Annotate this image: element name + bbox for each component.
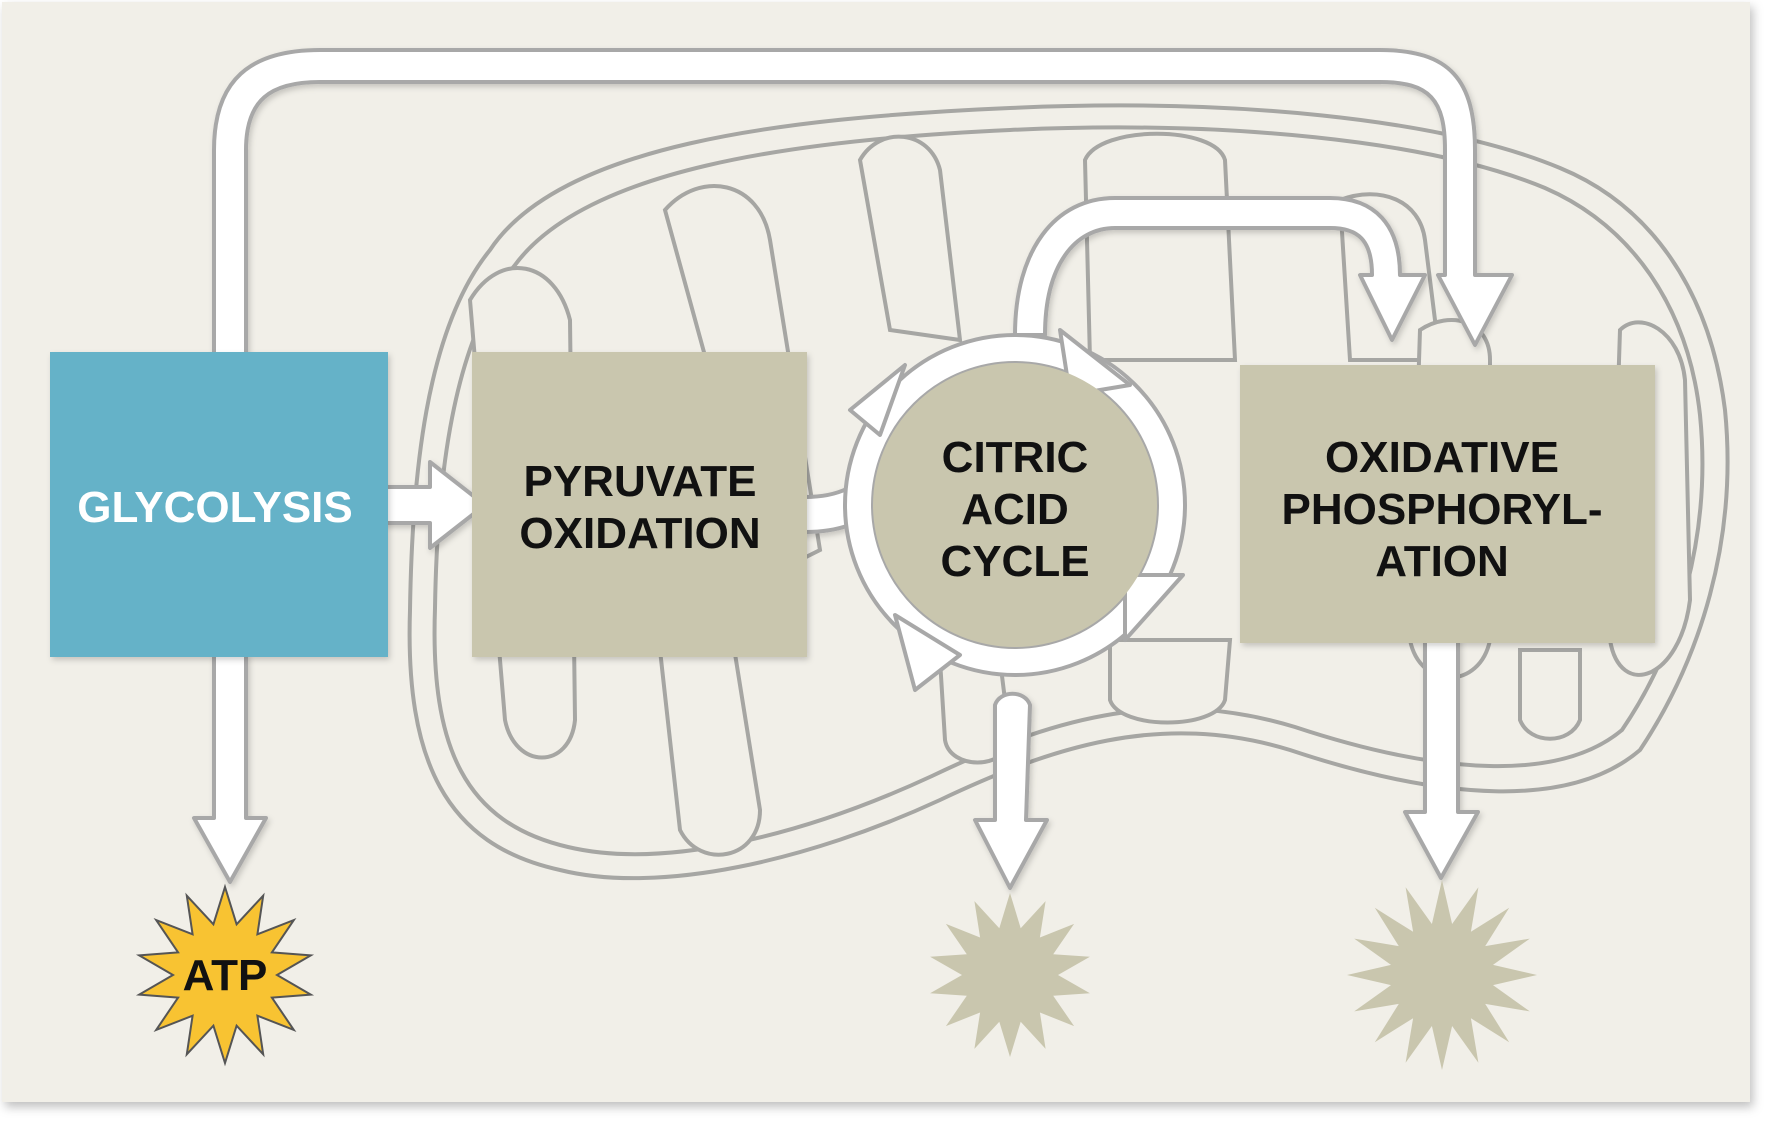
crista-6	[1110, 640, 1230, 723]
oxphos-label-line2: PHOSPHORYL-	[1281, 485, 1602, 534]
atp-label: ATP	[183, 951, 268, 1000]
crista-5	[1085, 134, 1235, 360]
oxphos-label-line1: OXIDATIVE	[1325, 433, 1559, 482]
starburst-icon	[1347, 880, 1537, 1070]
pyruvate-oxidation-label-line1: PYRUVATE	[523, 457, 756, 506]
glycolysis-label: GLYCOLYSIS	[77, 483, 353, 532]
citric-acid-cycle-label-line2: ACID	[961, 485, 1069, 534]
pyruvate-oxidation-label-line2: OXIDATION	[519, 509, 760, 558]
citric-acid-cycle-label-line3: CYCLE	[940, 537, 1089, 586]
oxphos-label-line3: ATION	[1375, 537, 1509, 586]
citric-acid-cycle-label-line1: CITRIC	[942, 433, 1089, 482]
crista-11	[1520, 650, 1580, 739]
